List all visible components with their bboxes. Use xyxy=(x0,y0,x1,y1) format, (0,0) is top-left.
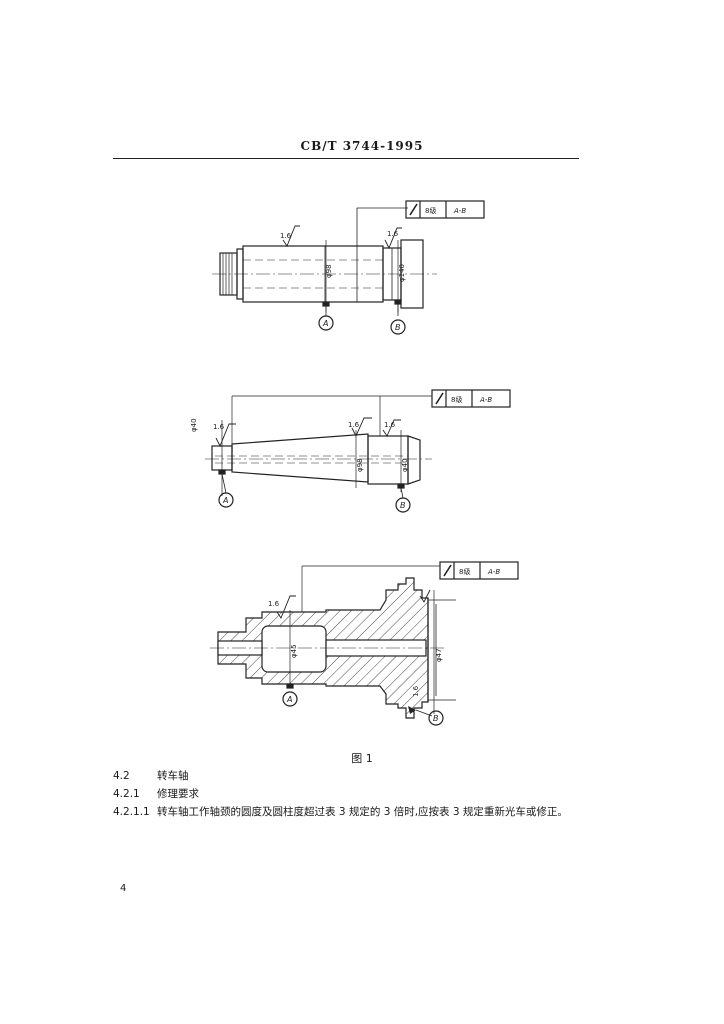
tolerance-grade: 8级 xyxy=(459,567,470,576)
figure-caption: 图 1 xyxy=(351,752,373,765)
roughness-symbol xyxy=(419,589,431,603)
datum-b-circle-1 xyxy=(390,319,406,335)
runout-symbol-icon xyxy=(443,564,452,577)
tolerance-grade: 8级 xyxy=(451,395,462,404)
roughness-label: 1.6 xyxy=(280,232,292,240)
runout-symbol-icon xyxy=(435,392,444,405)
roughness-label: 1.6 xyxy=(268,600,280,608)
section-number: 4.2.1.1 xyxy=(113,806,150,818)
roughness-symbol xyxy=(215,423,236,448)
datum-label: A xyxy=(222,496,228,505)
header-rule xyxy=(113,158,579,159)
drawing-1 xyxy=(212,200,485,335)
tolerance-frame-1 xyxy=(405,200,485,219)
datum-a-circle-1 xyxy=(318,315,334,331)
tolerance-frame-2 xyxy=(431,389,511,408)
runout-symbol-icon xyxy=(409,203,418,216)
datum-label: B xyxy=(433,714,439,723)
section-title: 转车轴 xyxy=(157,770,189,782)
roughness-symbol xyxy=(384,227,402,250)
diameter-label: φ140 xyxy=(398,264,406,282)
datum-reference: A-B xyxy=(453,207,466,215)
roughness-label: 1.6 xyxy=(387,230,399,238)
datum-label: B xyxy=(400,501,406,510)
diameter-label: φ45 xyxy=(290,644,298,658)
roughness-label: 1.6 xyxy=(213,423,225,431)
roughness-symbol xyxy=(276,595,296,619)
clause-paragraph: 4.2.1.1 转车轴工作轴颈的圆度及圆柱度超过表 3 规定的 3 倍时,应按表 … xyxy=(113,804,568,819)
datum-label: A xyxy=(322,319,328,328)
datum-b-circle-3 xyxy=(428,710,444,726)
roughness-symbol xyxy=(282,225,300,247)
section-number: 4.2.1 xyxy=(113,788,140,800)
datum-label: B xyxy=(395,323,401,332)
clause-text: 转车轴工作轴颈的圆度及圆柱度超过表 3 规定的 3 倍时,应按表 3 规定重新光… xyxy=(157,806,568,818)
roughness-symbol xyxy=(382,419,401,437)
datum-label: A xyxy=(286,695,292,704)
page-number: 4 xyxy=(120,883,127,894)
tolerance-frame-3 xyxy=(439,561,519,580)
section-title: 修理要求 xyxy=(157,788,199,800)
tapered-shaft xyxy=(231,433,369,483)
datum-reference: A-B xyxy=(479,396,492,404)
datum-reference: A-B xyxy=(487,568,500,576)
roughness-label: 1.6 xyxy=(412,685,420,697)
drawing-2 xyxy=(205,389,511,513)
section-heading: 4.2 转车轴 xyxy=(113,768,189,783)
diameter-label: φ98 xyxy=(356,458,364,472)
section-heading: 4.2.1 修理要求 xyxy=(113,786,199,801)
diameter-label: φ40 xyxy=(401,458,409,472)
diameter-label: φ40 xyxy=(190,418,198,432)
roughness-label: 1.6 xyxy=(384,421,396,429)
page-header: CB/T 3744-1995 xyxy=(300,139,424,153)
diameter-label: φ98 xyxy=(325,264,333,278)
roughness-label: 1.6 xyxy=(348,421,360,429)
tolerance-grade: 8级 xyxy=(425,206,436,215)
diameter-label: φ47 xyxy=(435,648,443,662)
roughness-symbol xyxy=(351,417,372,438)
section-number: 4.2 xyxy=(113,770,130,782)
drawing-3 xyxy=(210,561,519,726)
datum-a-circle-3 xyxy=(282,691,298,707)
